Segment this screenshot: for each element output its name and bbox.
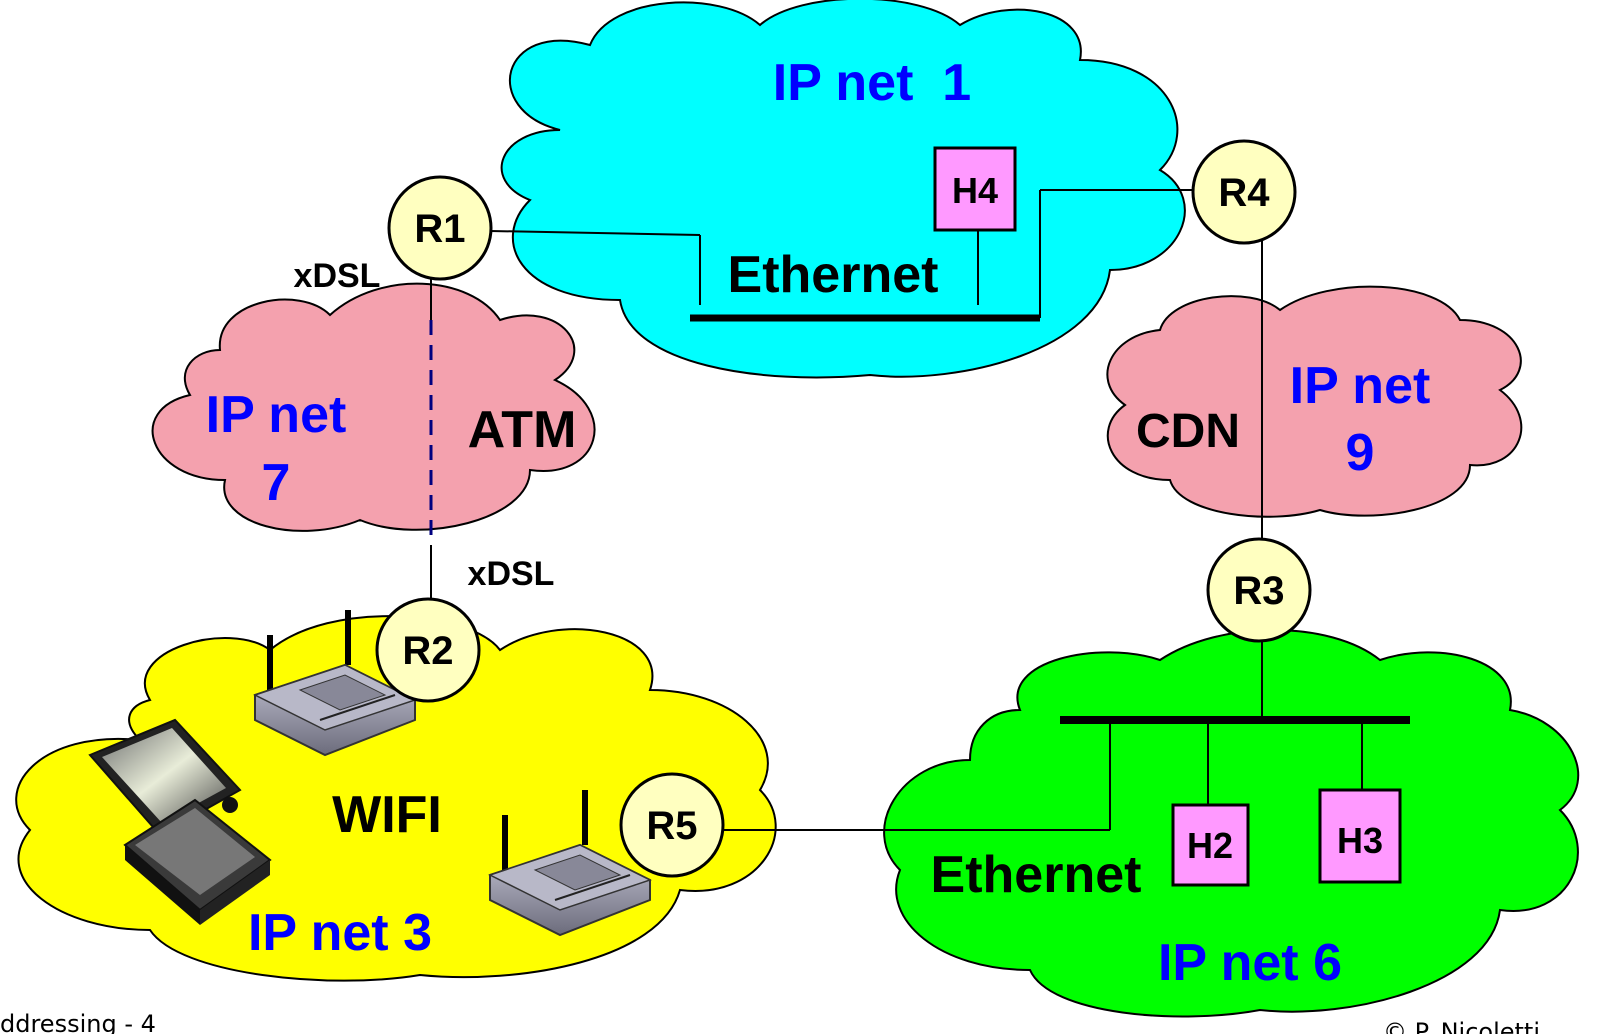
cloud-ip-net-7 — [151, 282, 596, 532]
net7-label-line2: 7 — [262, 454, 291, 512]
net7-label-line1: IP net — [206, 386, 347, 444]
laptop-icon — [88, 718, 272, 925]
router-r5-label: R5 — [646, 804, 697, 848]
host-h2: H2 — [1171, 803, 1250, 887]
router-r4: R4 — [1191, 139, 1297, 245]
host-h3: H3 — [1318, 788, 1402, 884]
net1-label: IP net 1 — [773, 54, 971, 112]
xdsl-bottom-label: xDSL — [468, 555, 555, 593]
net7-medium-label: ATM — [468, 401, 577, 459]
host-h2-label: H2 — [1187, 825, 1233, 866]
cloud-ip-net-1 — [500, 0, 1186, 379]
net1-medium-label: Ethernet — [728, 246, 939, 304]
router-r5: R5 — [619, 772, 725, 878]
net3-label: IP net 3 — [248, 904, 432, 962]
net6-label: IP net 6 — [1158, 934, 1342, 992]
xdsl-top-label: xDSL — [294, 257, 381, 295]
net6-medium-label: Ethernet — [931, 846, 1142, 904]
access-point-icon — [488, 790, 652, 937]
host-h3-label: H3 — [1337, 820, 1383, 861]
cloud-ip-net-9 — [1106, 285, 1523, 518]
footer-right: © P. Nicoletti — [1383, 1018, 1540, 1034]
host-h4-label: H4 — [952, 170, 998, 211]
router-r4-label: R4 — [1218, 171, 1270, 215]
router-r3-label: R3 — [1233, 569, 1284, 613]
router-r2: R2 — [375, 597, 481, 703]
router-r1: R1 — [387, 175, 493, 281]
net3-medium-label: WIFI — [332, 786, 442, 844]
net9-label-line2: 9 — [1346, 424, 1375, 482]
net9-medium-label: CDN — [1136, 405, 1240, 458]
router-r2-label: R2 — [402, 629, 453, 673]
router-r1-label: R1 — [414, 207, 465, 251]
footer-left: ddressing - 4 — [0, 1010, 156, 1034]
access-point-icon — [253, 610, 417, 757]
net9-label-line1: IP net — [1290, 357, 1431, 415]
host-h4: H4 — [933, 146, 1017, 232]
router-r3: R3 — [1206, 537, 1312, 643]
